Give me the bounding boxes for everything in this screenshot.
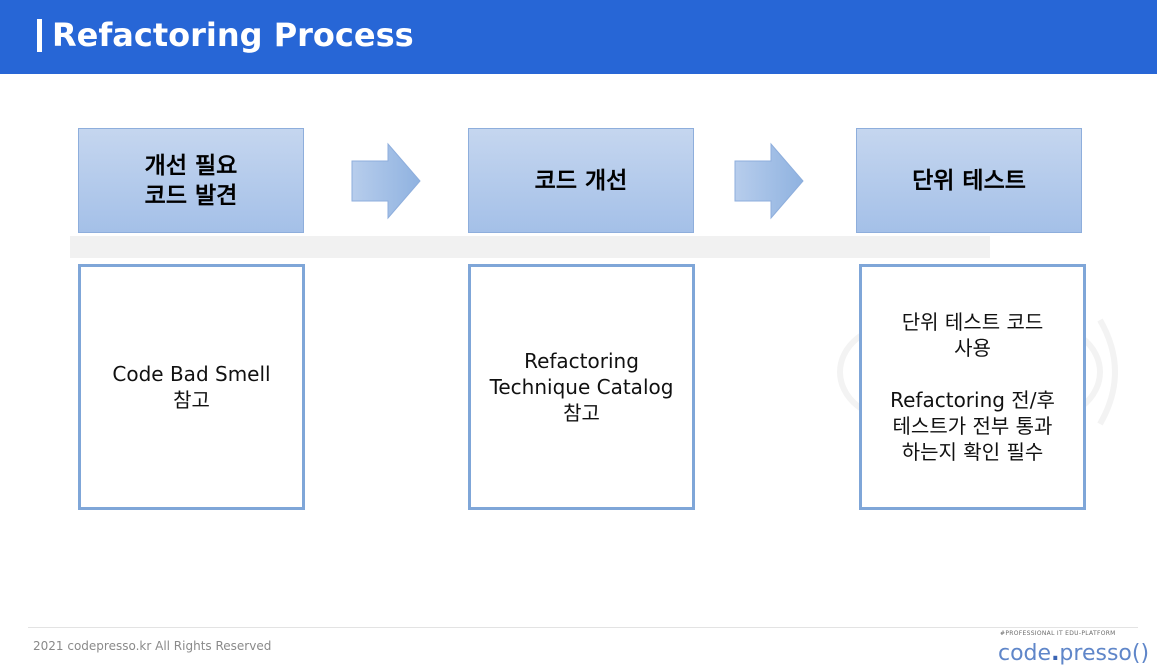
step-text-line: 코드 발견: [144, 182, 238, 209]
detail-box-bad-smell: Code Bad Smell 참고: [78, 264, 305, 510]
detail-text-line: 사용: [954, 336, 991, 360]
detail-text-line: 테스트가 전부 통과: [892, 414, 1053, 438]
step-box-find-code: 개선 필요 코드 발견: [78, 128, 304, 233]
header-banner: Refactoring Process: [0, 0, 1157, 74]
detail-text-line: Refactoring 전/후: [890, 388, 1055, 412]
brand-logo-left: code: [998, 641, 1052, 666]
step-text-line: 단위 테스트: [912, 167, 1026, 194]
detail-text-line: 참고: [173, 388, 210, 412]
detail-box-technique-catalog: Refactoring Technique Catalog 참고: [468, 264, 695, 510]
detail-box-unit-test: 단위 테스트 코드 사용 Refactoring 전/후 테스트가 전부 통과 …: [859, 264, 1086, 510]
brand-logo-right: presso(): [1059, 641, 1150, 666]
step-text-line: 개선 필요: [144, 152, 238, 179]
step-box-unit-test: 단위 테스트: [856, 128, 1082, 233]
right-arrow-icon: [734, 142, 804, 220]
brand-logo: code.presso(): [998, 641, 1149, 666]
brand-tagline: #PROFESSIONAL IT EDU-PLATFORM: [1000, 630, 1116, 637]
detail-text-line: Code Bad Smell: [112, 362, 271, 386]
detail-text-line: 참고: [563, 401, 600, 425]
detail-text-line: Technique Catalog: [489, 375, 674, 399]
brand-logo-dot: .: [1051, 641, 1060, 666]
step-text-line: 코드 개선: [534, 167, 628, 194]
step-box-improve-code: 코드 개선: [468, 128, 694, 233]
footer-divider: [28, 627, 1138, 628]
header-accent-bar: [37, 19, 42, 52]
detail-text-line: 하는지 확인 필수: [901, 440, 1044, 464]
detail-text-line: 단위 테스트 코드: [901, 310, 1044, 334]
detail-text-line: Refactoring: [524, 349, 639, 373]
page-title: Refactoring Process: [52, 16, 414, 54]
right-arrow-icon: [351, 142, 421, 220]
footer-copyright: 2021 codepresso.kr All Rights Reserved: [33, 639, 272, 653]
